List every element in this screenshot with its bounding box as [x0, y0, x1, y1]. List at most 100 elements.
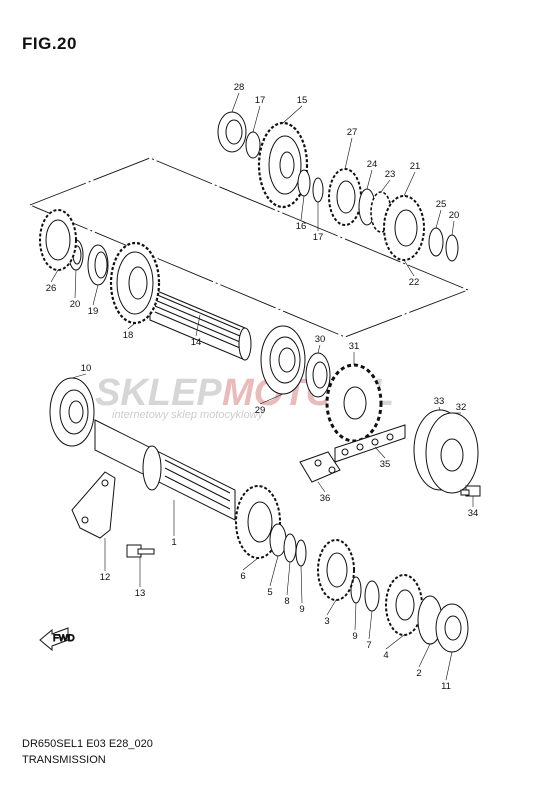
callout-leader-27 [344, 137, 353, 170]
callout-leader-23 [380, 179, 391, 193]
forward-arrow-label: FWD [53, 633, 75, 644]
callout-9: 9 [299, 604, 304, 615]
callout-leader-5 [269, 555, 279, 587]
callout-leader-28 [231, 92, 240, 113]
callout-6: 6 [240, 571, 245, 582]
callout-17: 17 [255, 95, 266, 106]
callout-leader-33 [438, 406, 441, 411]
callout-leader-10 [71, 373, 87, 379]
gear-6 [235, 485, 281, 559]
gear-21 [383, 195, 425, 261]
callout-leader-18 [127, 322, 136, 330]
circlip-17-top [245, 131, 261, 159]
sprocket-31 [325, 363, 383, 443]
washer-7 [364, 580, 380, 612]
bolt-13 [126, 544, 155, 558]
oil-seal-30 [305, 352, 331, 398]
callout-leader-25 [435, 209, 442, 229]
callout-2: 2 [416, 668, 421, 679]
callout-24: 24 [367, 159, 378, 170]
callout-22: 22 [409, 277, 420, 288]
callout-15: 15 [297, 95, 308, 106]
washer-25 [428, 227, 444, 257]
callout-32: 32 [456, 402, 467, 413]
watermark-tagline: internetowy sklep motocyklowy [112, 409, 265, 421]
bushing-19 [87, 244, 109, 286]
callout-leader-6 [242, 557, 259, 571]
callout-leader-29 [259, 393, 284, 405]
watermark-brand-a: SKLEP [95, 372, 222, 414]
callout-33: 33 [434, 396, 445, 407]
callout-36: 36 [320, 493, 331, 504]
circlip-9-left [295, 539, 307, 567]
bearing-10 [49, 377, 95, 447]
bearing-retainer-12 [71, 471, 116, 539]
callout-leader-2 [418, 643, 431, 668]
callout-leader-24 [366, 169, 373, 190]
callout-4: 4 [383, 650, 388, 661]
callout-leader-22 [403, 259, 415, 277]
callout-19: 19 [88, 306, 99, 317]
callout-leader-7 [368, 610, 373, 640]
callout-5: 5 [267, 587, 272, 598]
callout-26: 26 [46, 283, 57, 294]
forward-arrow-icon: FWD [39, 627, 75, 652]
callout-27: 27 [347, 127, 358, 138]
callout-leader-11 [445, 651, 453, 681]
countershaft-group-outline [28, 157, 470, 338]
callout-labels: 1234567899101112131415161717181920202122… [46, 82, 479, 692]
gear-15 [257, 121, 309, 209]
callout-28: 28 [234, 82, 245, 93]
callout-9: 9 [352, 631, 357, 642]
bushing-16 [297, 169, 311, 197]
chain-master-link-36 [299, 451, 341, 483]
callout-leader-14 [195, 314, 201, 337]
callout-20: 20 [70, 299, 81, 310]
callout-29: 29 [255, 405, 266, 416]
gear-3 [317, 539, 355, 601]
bushing-5 [269, 523, 287, 557]
section-name: TRANSMISSION [22, 754, 106, 766]
callout-18: 18 [123, 330, 134, 341]
callout-leader-9 [354, 602, 357, 631]
gear-4 [385, 574, 423, 636]
callout-leader-19 [92, 284, 99, 306]
callout-leader-20 [451, 220, 455, 236]
callout-leader-17 [252, 105, 261, 133]
callout-leader-20 [74, 269, 77, 299]
callout-35: 35 [380, 459, 391, 470]
gear-18 [109, 241, 161, 325]
countershaft [149, 287, 252, 361]
callout-12: 12 [100, 572, 111, 583]
callout-8: 8 [284, 596, 289, 607]
callout-leader-9 [300, 565, 303, 604]
callout-13: 13 [135, 588, 146, 599]
driveshaft [94, 419, 236, 521]
figure-title: FIG.20 [22, 34, 77, 53]
callout-leader-4 [385, 634, 405, 650]
callout-leader-35 [374, 446, 386, 459]
circlip-17-mid [312, 177, 324, 203]
callout-31: 31 [349, 341, 360, 352]
bearing-29 [260, 325, 306, 395]
circlip-20-right [445, 234, 459, 262]
gear-27 [328, 168, 362, 226]
bearing-11 [435, 603, 469, 653]
callout-leader-15 [282, 105, 303, 124]
callout-leader-21 [403, 171, 416, 197]
callout-leader-3 [326, 599, 337, 616]
callout-3: 3 [324, 616, 329, 627]
callout-leader-30 [317, 344, 321, 354]
callout-20: 20 [449, 210, 460, 221]
drive-chain-35 [334, 424, 406, 463]
callout-17: 17 [313, 232, 324, 243]
callout-leader-36 [317, 481, 326, 493]
callout-25: 25 [436, 199, 447, 210]
sprocket-plate-32 [425, 412, 479, 494]
callout-leader-16 [300, 195, 305, 221]
callout-30: 30 [315, 334, 326, 345]
callout-23: 23 [385, 169, 396, 180]
callout-leader-26 [50, 269, 59, 283]
